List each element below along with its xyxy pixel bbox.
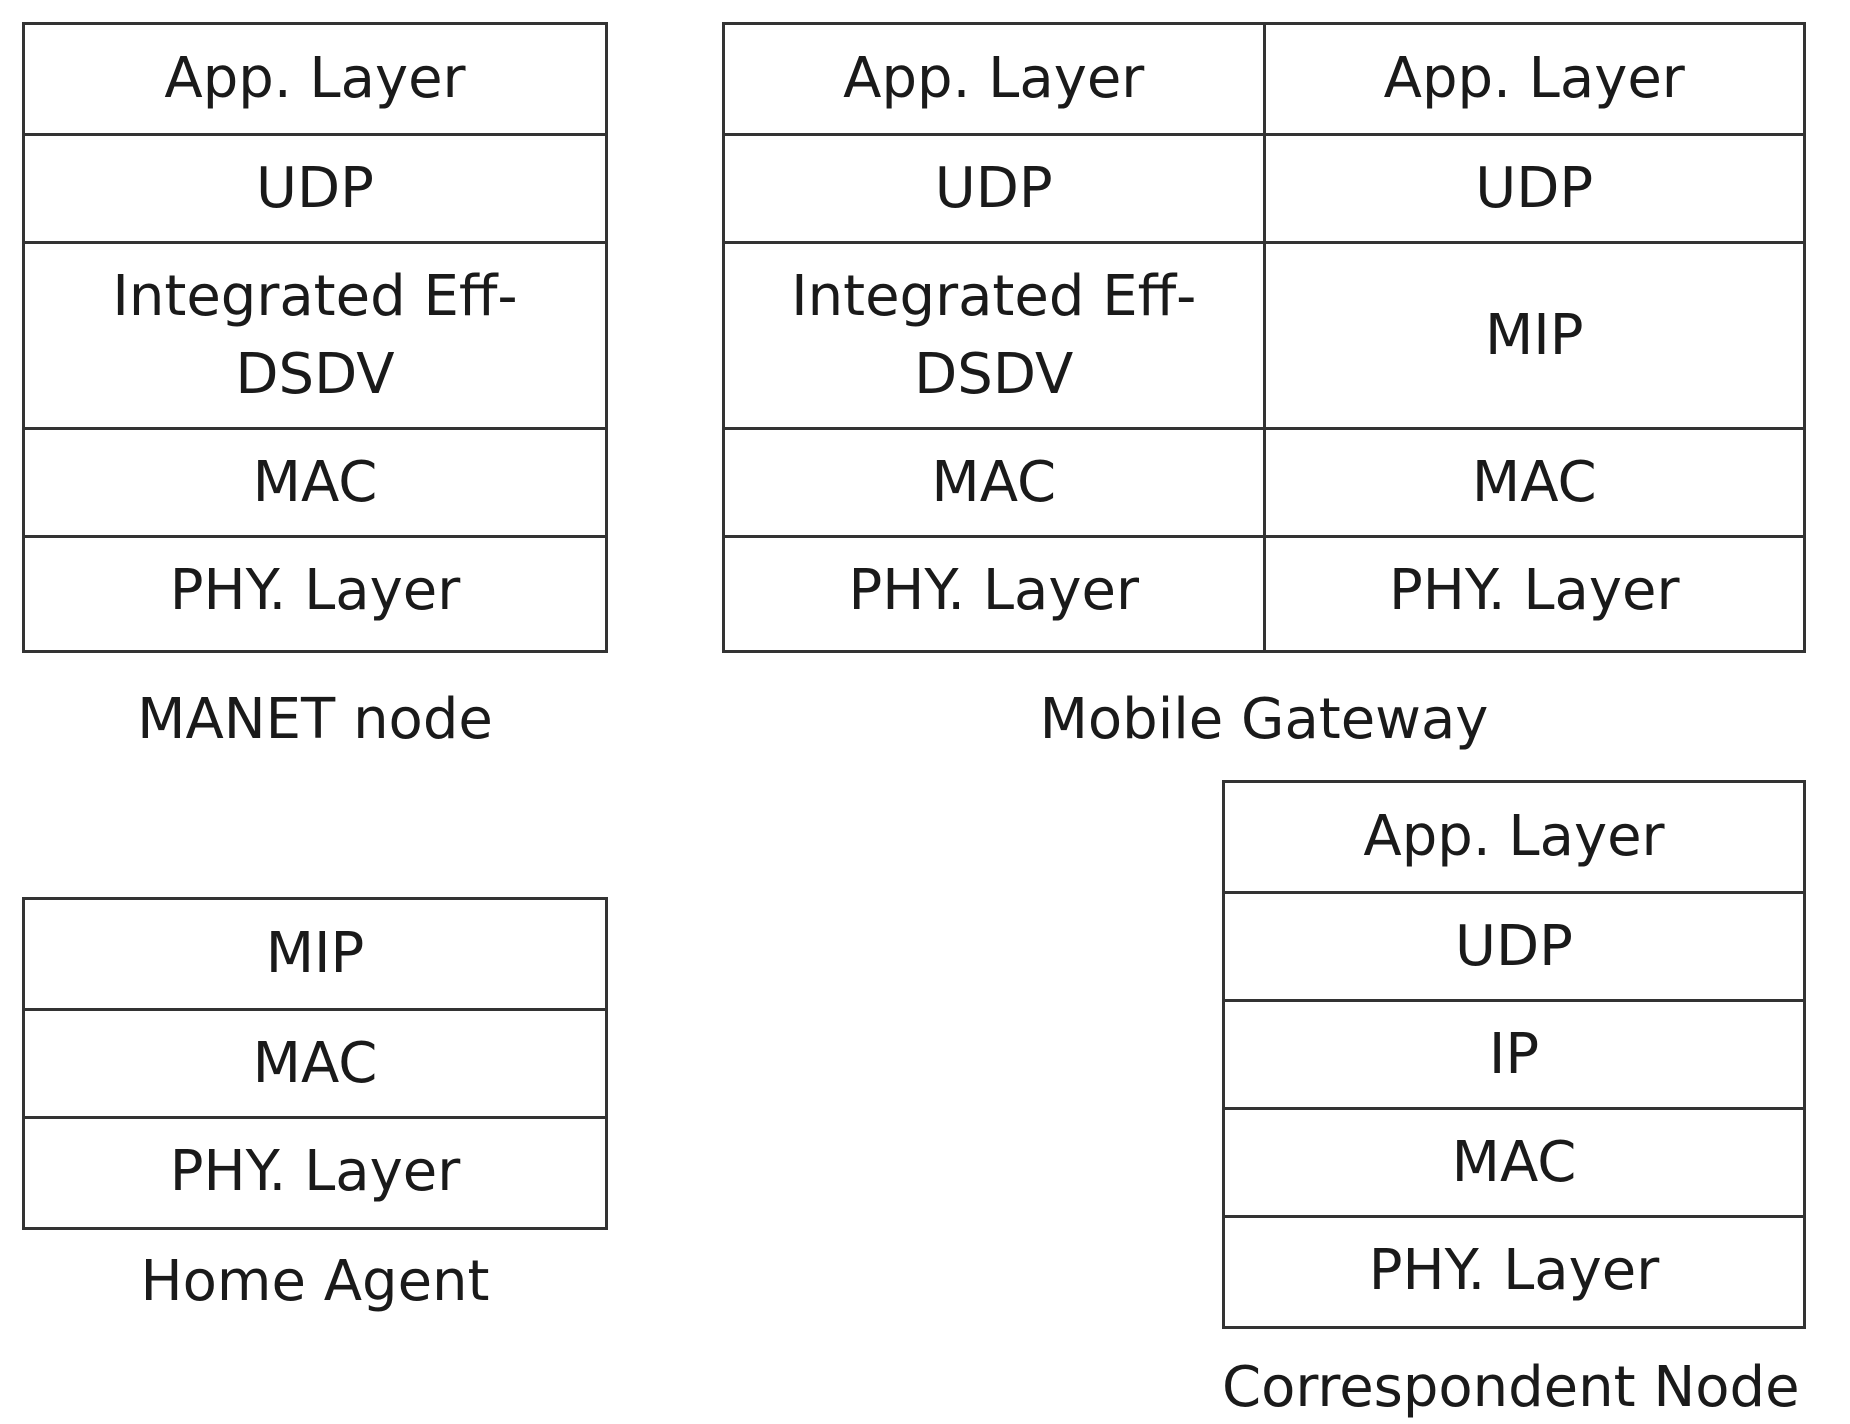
home-mac-layer: MAC	[25, 1008, 605, 1116]
manet-node-stack: App. Layer UDP Integrated Eff- DSDV MAC …	[22, 22, 608, 653]
gateway-right-phy-layer: PHY. Layer	[1265, 535, 1803, 643]
home-mip-layer: MIP	[265, 921, 365, 986]
manet-routing-layer: Integrated Eff- DSDV	[25, 241, 605, 427]
gateway-left-app-layer: App. Layer	[843, 46, 1145, 111]
gateway-right-mac-layer: MAC	[1265, 427, 1803, 535]
gateway-right-column: App. Layer UDP MIP MAC PHY. Layer	[1262, 25, 1803, 650]
mobile-gateway-caption: Mobile Gateway	[1039, 687, 1489, 752]
manet-app-layer: App. Layer	[164, 46, 466, 111]
gateway-left-routing-layer: Integrated Eff- DSDV	[725, 241, 1263, 427]
gateway-right-mip-layer: MIP	[1265, 241, 1803, 427]
home-phy-layer: PHY. Layer	[25, 1116, 605, 1224]
corr-ip-layer: IP	[1225, 999, 1803, 1107]
manet-node-caption: MANET node	[137, 687, 493, 752]
gateway-left-column: App. Layer UDP Integrated Eff- DSDV MAC …	[725, 25, 1263, 650]
corr-phy-layer: PHY. Layer	[1225, 1215, 1803, 1323]
gateway-left-phy-layer: PHY. Layer	[725, 535, 1263, 643]
correspondent-node-caption: Correspondent Node	[1222, 1355, 1800, 1420]
home-agent-caption: Home Agent	[140, 1249, 490, 1314]
manet-mac-layer: MAC	[25, 427, 605, 535]
manet-phy-layer: PHY. Layer	[25, 535, 605, 643]
gateway-right-udp-layer: UDP	[1265, 133, 1803, 241]
corr-mac-layer: MAC	[1225, 1107, 1803, 1215]
home-agent-column: MIP MAC PHY. Layer	[25, 900, 605, 1227]
corr-app-layer: App. Layer	[1363, 804, 1665, 869]
gateway-left-udp-layer: UDP	[725, 133, 1263, 241]
mobile-gateway-stack: App. Layer UDP Integrated Eff- DSDV MAC …	[722, 22, 1806, 653]
manet-udp-layer: UDP	[25, 133, 605, 241]
home-agent-stack: MIP MAC PHY. Layer	[22, 897, 608, 1230]
gateway-right-app-layer: App. Layer	[1383, 46, 1685, 111]
manet-node-column: App. Layer UDP Integrated Eff- DSDV MAC …	[25, 25, 605, 650]
gateway-left-mac-layer: MAC	[725, 427, 1263, 535]
correspondent-node-stack: App. Layer UDP IP MAC PHY. Layer	[1222, 780, 1806, 1329]
corr-udp-layer: UDP	[1225, 891, 1803, 999]
correspondent-node-column: App. Layer UDP IP MAC PHY. Layer	[1225, 783, 1803, 1326]
